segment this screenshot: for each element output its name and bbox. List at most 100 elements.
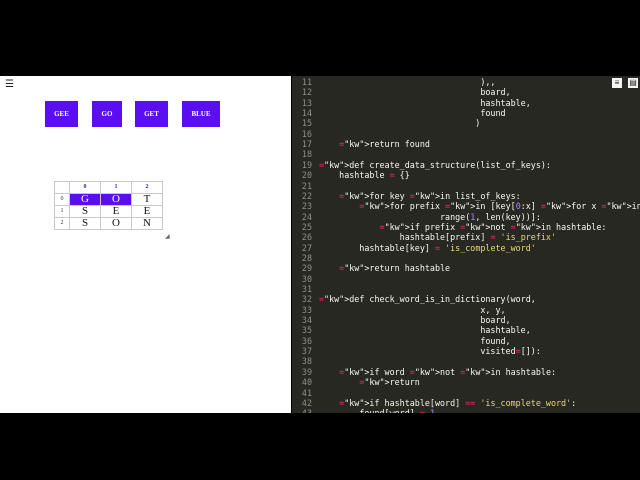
- line-number: 41: [301, 387, 312, 398]
- code-text: found[word] = 1: [312, 408, 435, 413]
- code-line: 42 ="kw">if hashtable[word] == 'is_compl…: [292, 398, 632, 408]
- code-line: 21: [292, 181, 632, 191]
- letter-board-table: 0 1 2 0 G O T 1 S E E 2 S O N: [54, 181, 163, 230]
- code-text: found: [319, 108, 506, 119]
- word-button-go[interactable]: GO: [92, 101, 122, 127]
- code-text: ="kw">for prefix ="kw">in [key[0:x] ="kw…: [359, 201, 640, 212]
- word-button-gee[interactable]: GEE: [45, 101, 78, 127]
- board-row: 1 S E E: [54, 205, 163, 218]
- board-cell[interactable]: T: [131, 193, 163, 206]
- code-line: 18: [292, 149, 632, 159]
- board-corner-cell: [54, 181, 70, 194]
- line-number: 34: [301, 315, 312, 326]
- code-text: ="kw">if prefix ="kw">not ="kw">in hasht…: [379, 221, 607, 232]
- code-text: x, y,: [319, 304, 506, 315]
- code-line: 19="kw">def create_data_structure(list_o…: [292, 160, 632, 170]
- line-number: 27: [301, 242, 312, 253]
- board-row-index: 2: [54, 217, 70, 230]
- line-number: 31: [301, 284, 312, 294]
- board-column-header: 0: [69, 181, 101, 194]
- board-column-header: 2: [131, 181, 163, 194]
- code-line: 36 found,: [292, 336, 632, 346]
- code-line: 33 x, y,: [292, 305, 632, 315]
- code-line: 26 hashtable[prefix] = 'is_prefix': [292, 232, 632, 242]
- board-cell[interactable]: S: [69, 205, 101, 218]
- code-text: [312, 284, 319, 294]
- code-text: ="kw">return hashtable: [339, 263, 451, 274]
- resize-grip-icon[interactable]: ◢: [165, 234, 170, 240]
- code-text: [312, 388, 319, 398]
- code-text: board,: [319, 87, 511, 98]
- line-number: 42: [301, 397, 312, 408]
- board-panel: ☰ GEE GO GET BLUE 0 1 2 0 G O T 1 S E E …: [0, 76, 291, 413]
- code-line: 30: [292, 274, 632, 284]
- code-line: 29 ="kw">return hashtable: [292, 263, 632, 273]
- code-line: 22 ="kw">for key ="kw">in list_of_keys:: [292, 191, 632, 201]
- code-line: 16: [292, 129, 632, 139]
- line-number: 32: [301, 294, 312, 305]
- code-text: ="kw">for key ="kw">in list_of_keys:: [339, 190, 521, 201]
- line-number: 25: [301, 221, 312, 232]
- code-text: ): [319, 118, 481, 129]
- board-cell[interactable]: G: [69, 193, 101, 206]
- line-number: 12: [301, 87, 312, 98]
- document-icon[interactable]: ▤: [628, 78, 638, 88]
- board-cell[interactable]: O: [100, 217, 132, 230]
- board-row-index: 1: [54, 205, 70, 218]
- code-line: 14 found: [292, 108, 632, 118]
- code-text: visited=[]):: [319, 346, 541, 357]
- board-cell[interactable]: N: [131, 217, 163, 230]
- code-text: [312, 356, 319, 366]
- list-icon[interactable]: ≡: [612, 78, 622, 88]
- code-line: 32 ="kw">def check_word_is_in_dictionary(…: [292, 294, 632, 304]
- board-row: 0 G O T: [54, 193, 163, 206]
- line-number: 14: [301, 108, 312, 119]
- code-line: 24 range(1, len(key))]:: [292, 212, 632, 222]
- code-text: ="kw">if hashtable[word] == 'is_complete…: [339, 397, 577, 408]
- hamburger-menu-icon[interactable]: ☰: [5, 79, 14, 90]
- board-cell[interactable]: O: [100, 193, 132, 206]
- code-text: [312, 253, 319, 263]
- line-number: 29: [301, 263, 312, 274]
- word-button-get[interactable]: GET: [135, 101, 168, 127]
- code-line: 40 ="kw">return: [292, 377, 632, 387]
- line-number: 23: [301, 201, 312, 212]
- code-line: 11 ),,: [292, 77, 632, 87]
- code-text: hashtable,: [319, 325, 531, 336]
- word-button-blue[interactable]: BLUE: [182, 101, 220, 127]
- code-text: range(1, len(key))]:: [319, 211, 541, 222]
- code-text: [312, 274, 319, 284]
- line-number: 36: [301, 335, 312, 346]
- line-number: 33: [301, 304, 312, 315]
- board-row: 2 S O N: [54, 217, 163, 230]
- code-line: 20 hashtable = {}: [292, 170, 632, 180]
- code-text: board,: [319, 315, 511, 326]
- code-line: 43 found[word] = 1: [292, 408, 632, 413]
- board-column-header: 1: [100, 181, 132, 194]
- code-line: 12 board,: [292, 87, 632, 97]
- code-line: 39 ="kw">if word ="kw">not ="kw">in hash…: [292, 367, 632, 377]
- board-cell[interactable]: E: [131, 205, 163, 218]
- code-line: 25 ="kw">if prefix ="kw">not ="kw">in ha…: [292, 222, 632, 232]
- line-number: 28: [301, 252, 312, 263]
- board-cell[interactable]: S: [69, 217, 101, 230]
- line-number: 20: [301, 170, 312, 181]
- line-number: 37: [301, 346, 312, 357]
- board-cell[interactable]: E: [100, 205, 132, 218]
- code-line: 15 ): [292, 118, 632, 128]
- code-line: 13 hashtable,: [292, 98, 632, 108]
- code-text: ="kw">return: [359, 377, 420, 388]
- line-number: 24: [301, 211, 312, 222]
- line-number: 22: [301, 190, 312, 201]
- line-number: 40: [301, 377, 312, 388]
- code-line: 28: [292, 253, 632, 263]
- editor-toolbar: ≡ ▤: [610, 76, 640, 90]
- code-editor[interactable]: ≡ ▤ 11 ),,12 board,13 hashtable,14 found…: [292, 76, 640, 413]
- line-number: 21: [301, 180, 312, 191]
- line-number: 11: [301, 77, 312, 87]
- code-line: 41: [292, 388, 632, 398]
- line-number: 26: [301, 232, 312, 243]
- code-text: ="kw">def check_word_is_in_dictionary(wo…: [319, 294, 536, 305]
- code-line: 27 hashtable[key] = 'is_complete_word': [292, 243, 632, 253]
- code-line: 31: [292, 284, 632, 294]
